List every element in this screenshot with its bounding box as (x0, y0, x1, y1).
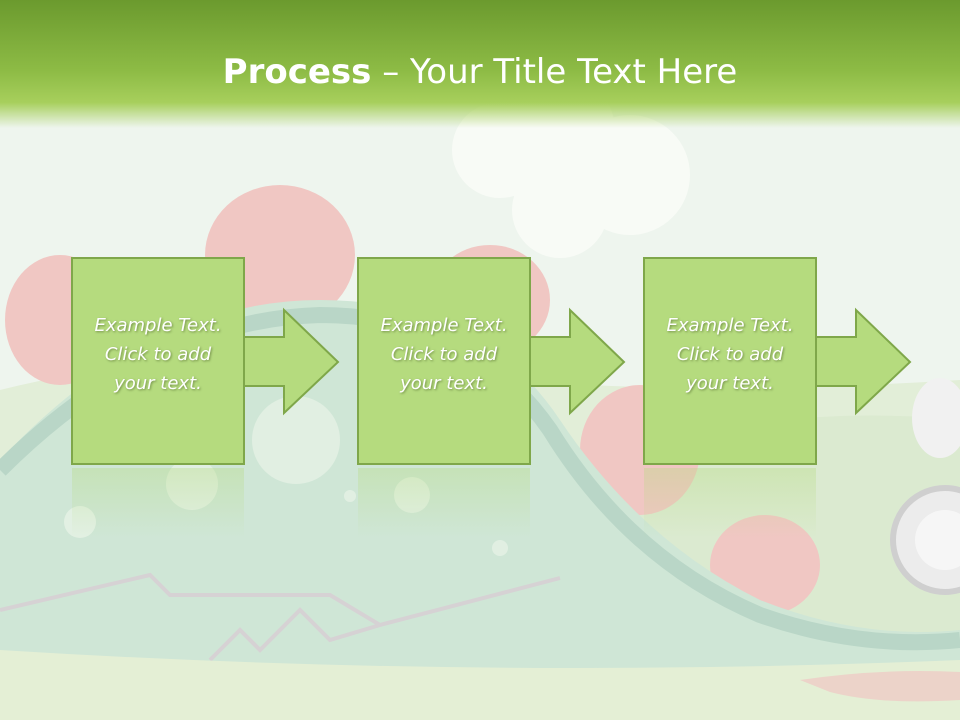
step-text-line: Click to add (676, 344, 784, 365)
title-text: Your Title Text Here (410, 52, 738, 92)
step-arrow-1[interactable] (241, 307, 340, 416)
step-text-line: your text. (400, 373, 488, 394)
title-dash: – (371, 52, 411, 92)
title-bold-word: Process (222, 52, 372, 92)
step-text-line: Example Text. (380, 315, 508, 336)
step-reflection-3 (644, 468, 816, 538)
ground-cracks (0, 572, 561, 662)
step-text-line: your text. (686, 373, 774, 394)
step-text-line: Click to add (390, 344, 498, 365)
pink-puddle (800, 671, 960, 702)
step-box-3[interactable] (643, 257, 817, 465)
step-reflection-1 (72, 468, 244, 538)
wheel-shape (890, 378, 960, 595)
step-text-line: Click to add (104, 344, 212, 365)
step-reflection-2 (358, 468, 530, 538)
step-text-line: Example Text. (666, 315, 794, 336)
step-text-2[interactable]: Example Text. Click to add your text. (358, 311, 530, 398)
step-text-1[interactable]: Example Text. Click to add your text. (72, 311, 244, 398)
step-arrow-2[interactable] (527, 307, 626, 416)
title-banner (0, 0, 960, 128)
step-box-1[interactable] (71, 257, 245, 465)
step-text-line: Example Text. (94, 315, 222, 336)
step-arrow-3[interactable] (813, 307, 912, 416)
foreground-ground (0, 650, 960, 720)
step-text-line: your text. (114, 373, 202, 394)
slide-title[interactable]: Process – Your Title Text Here (0, 52, 960, 92)
step-box-2[interactable] (357, 257, 531, 465)
step-text-3[interactable]: Example Text. Click to add your text. (644, 311, 816, 398)
